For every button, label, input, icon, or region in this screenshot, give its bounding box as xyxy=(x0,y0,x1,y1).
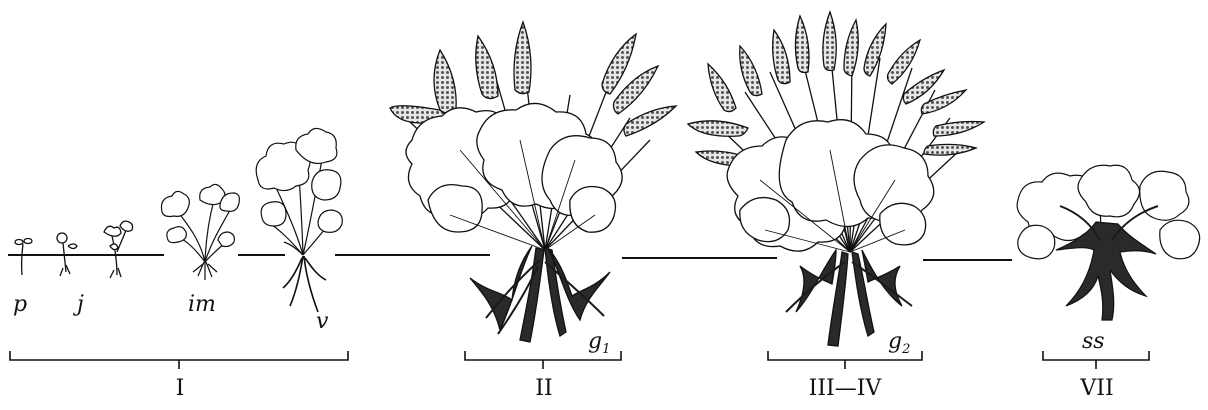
stage-label-g2: g2 xyxy=(888,331,910,356)
period-label-ii: II xyxy=(535,378,552,400)
stage-label-g2-subscript: 2 xyxy=(902,342,910,357)
stage-label-im: im xyxy=(188,294,216,316)
stage-label-p: p xyxy=(13,294,27,316)
bracket-i xyxy=(10,351,348,369)
stage-label-g1-subscript: 1 xyxy=(602,342,610,357)
period-label-vii: VII xyxy=(1080,378,1113,400)
period-label-i: I xyxy=(176,378,185,400)
plant-g1-young-generative xyxy=(390,22,676,342)
plant-g2-middle-generative xyxy=(688,12,984,346)
stage-label-g1: g1 xyxy=(588,331,610,356)
stage-label-g2-base: g xyxy=(888,329,902,354)
stage-label-v: v xyxy=(316,311,328,333)
plant-v-virginile xyxy=(256,128,342,312)
plant-ss-subsenile xyxy=(1017,165,1200,320)
plant-im-immature xyxy=(161,184,239,280)
plant-juvenile-2 xyxy=(104,221,133,278)
stage-label-g1-base: g xyxy=(588,329,602,354)
period-label-iii-iv: III—IV xyxy=(809,378,882,400)
plant-p-seedling xyxy=(15,239,32,276)
stage-label-j: j xyxy=(77,294,84,316)
ground-line xyxy=(8,255,1012,260)
period-brackets xyxy=(10,351,1149,369)
stage-label-ss: ss xyxy=(1082,331,1105,353)
